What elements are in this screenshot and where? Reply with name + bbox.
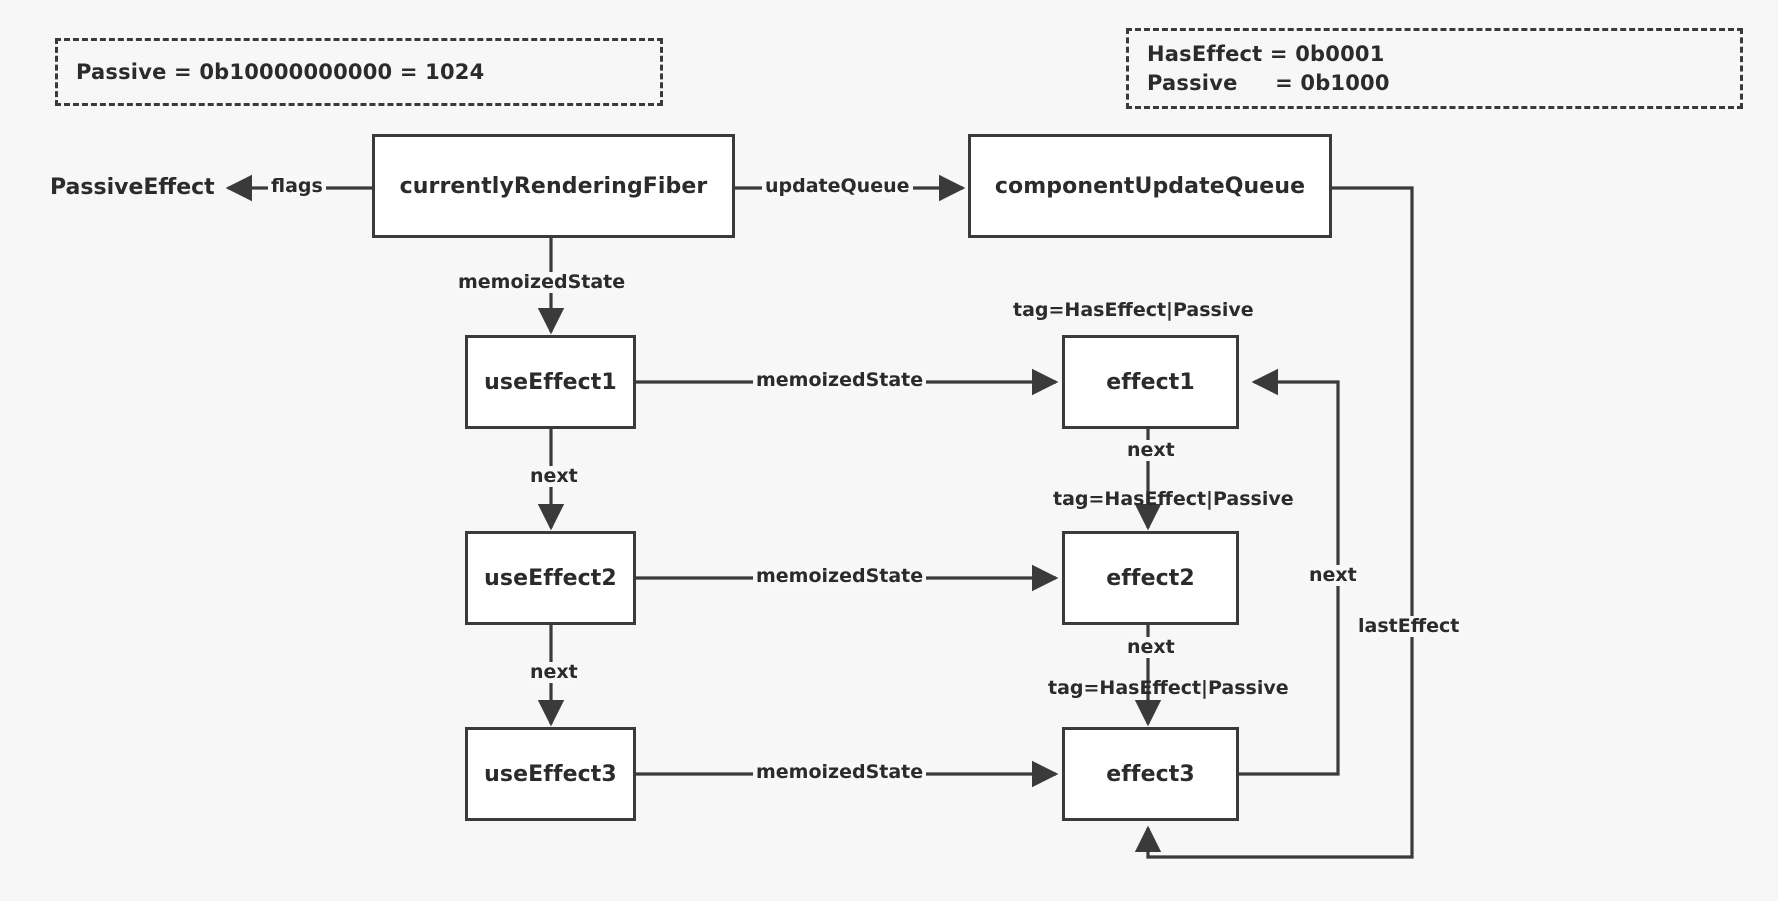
node-passive-effect: PassiveEffect [50,175,215,200]
node-passive-effect-label: PassiveEffect [50,175,215,200]
node-use-effect-3[interactable]: useEffect3 [465,727,636,821]
edge-label-memoized-state-1: memoizedState [753,370,927,391]
node-currently-rendering-fiber[interactable]: currentlyRenderingFiber [372,134,735,238]
hook-flags-legend: HasEffect = 0b0001 Passive = 0b1000 [1126,28,1743,109]
node-component-update-queue-label: componentUpdateQueue [994,173,1306,199]
node-effect-3-label: effect3 [1106,761,1195,787]
node-use-effect-1[interactable]: useEffect1 [465,335,636,429]
edge-label-next-effect-1: next [1124,440,1178,461]
edge-label-memoized-state-fiber: memoizedState [455,272,629,293]
node-effect-3[interactable]: effect3 [1062,727,1239,821]
node-use-effect-2-label: useEffect2 [484,565,617,591]
tag-label-effect-2: tag=HasEffect|Passive [1053,488,1294,510]
edge-label-memoized-state-2: memoizedState [753,566,927,587]
edge-last-effect [1134,186,1414,859]
passive-flag-legend: Passive = 0b10000000000 = 1024 [55,38,663,106]
node-effect-1[interactable]: effect1 [1062,335,1239,429]
edge-label-last-effect: lastEffect [1355,616,1463,637]
node-effect-1-label: effect1 [1106,369,1195,395]
edge-label-next-circular: next [1306,565,1360,586]
node-component-update-queue[interactable]: componentUpdateQueue [968,134,1332,238]
node-use-effect-1-label: useEffect1 [484,369,617,395]
edge-label-memoized-state-3: memoizedState [753,762,927,783]
edge-label-flags: flags [268,176,326,197]
tag-label-effect-1: tag=HasEffect|Passive [1013,299,1254,321]
tag-label-effect-3: tag=HasEffect|Passive [1048,677,1289,699]
node-use-effect-3-label: useEffect3 [484,761,617,787]
edge-label-update-queue: updateQueue [762,176,913,197]
edge-label-next-hook-1: next [527,466,581,487]
node-effect-2[interactable]: effect2 [1062,531,1239,625]
edge-label-next-hook-2: next [527,662,581,683]
edge-label-next-effect-2: next [1124,637,1178,658]
hook-flags-legend-line-1: HasEffect = 0b0001 [1147,42,1385,67]
hook-flags-legend-line-2: Passive = 0b1000 [1147,70,1390,95]
node-use-effect-2[interactable]: useEffect2 [465,531,636,625]
passive-flag-legend-line-1: Passive = 0b10000000000 = 1024 [76,59,485,84]
node-effect-2-label: effect2 [1106,565,1195,591]
node-currently-rendering-fiber-label: currentlyRenderingFiber [399,173,708,199]
